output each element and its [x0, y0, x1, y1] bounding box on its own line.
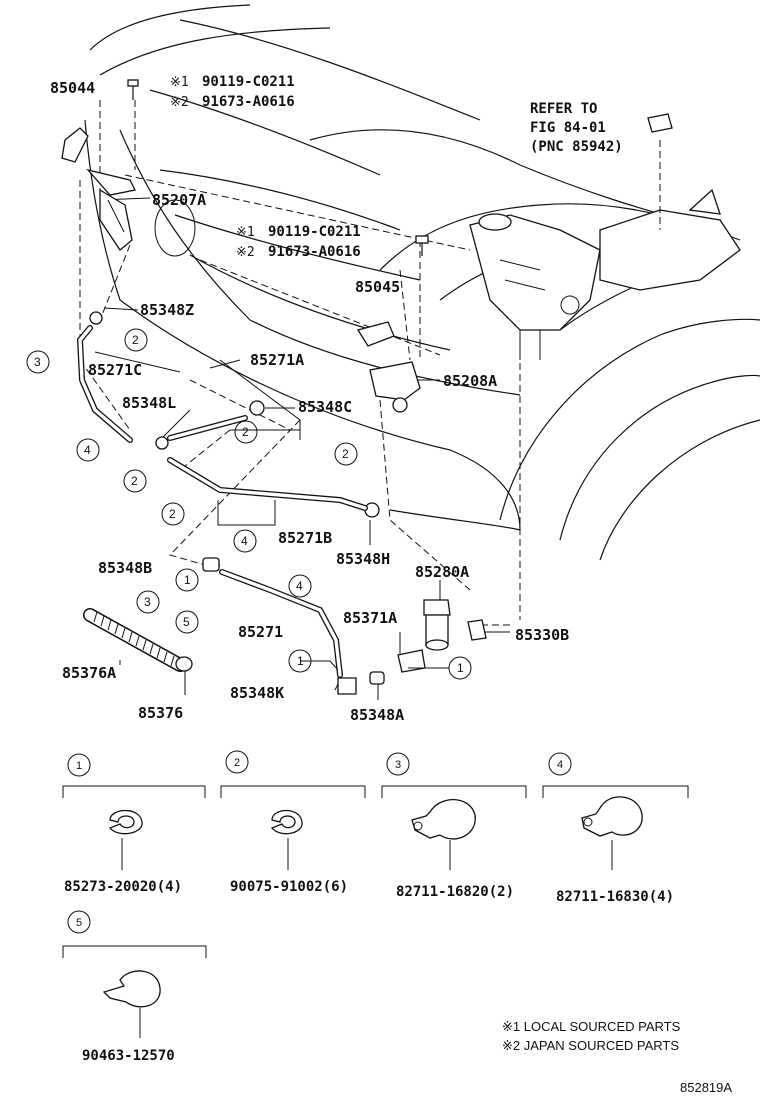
callouts: 2 3 4 2 2 2 2 4 1 4 3 5 1 1: [26, 328, 472, 680]
pump-85280A: [423, 599, 451, 651]
check-valve-85348C: [249, 400, 265, 416]
clamp-4-icon: [581, 796, 643, 837]
label-85044: 85044: [50, 79, 95, 97]
refer-line3: (PNC 85942): [530, 139, 623, 155]
label-85348B: 85348B: [98, 559, 152, 577]
clamp-2-code: 90075-91002(6): [230, 879, 348, 895]
label-85271: 85271: [238, 623, 283, 641]
clamp-3-icon: [411, 799, 476, 840]
callout-2-b: 2: [242, 425, 249, 439]
bolt-top-mark1: ※1: [170, 75, 189, 90]
callout-2-d: 2: [169, 507, 176, 521]
check-valve-85348Z: [89, 311, 103, 325]
clamp-5-num: 5: [76, 917, 82, 929]
callout-3-b: 3: [144, 595, 151, 609]
callout-3-a: 3: [34, 355, 41, 369]
bolt-top: [127, 79, 139, 100]
cap-85044: [61, 127, 89, 163]
refer-line2: FIG 84-01: [530, 120, 606, 136]
label-85348L: 85348L: [122, 394, 176, 412]
hose-85271B: [167, 457, 368, 511]
bolt-top-code1: 90119-C0211: [202, 74, 295, 90]
clamp-5-code: 90463-12570: [82, 1048, 175, 1064]
grommet-85330B: [467, 619, 487, 641]
tube-end-85376: [175, 656, 193, 672]
bolt-top-mark2: ※2: [170, 95, 189, 110]
label-85348Z: 85348Z: [140, 301, 194, 319]
nozzle-85208A: [369, 361, 421, 413]
label-85330B: 85330B: [515, 626, 569, 644]
callout-1-c: 1: [457, 661, 464, 675]
bolt-mid-code2: 91673-A0616: [268, 244, 361, 260]
clamp-3-code: 82711-16820(2): [396, 884, 514, 900]
label-85376: 85376: [138, 704, 183, 722]
callout-4-b: 4: [241, 534, 248, 548]
hose-85271C: [76, 325, 133, 443]
label-85271A: 85271A: [250, 351, 304, 369]
vehicle-body-outline: [84, 4, 760, 561]
clamp-1-num: 1: [76, 760, 82, 772]
clamp-4-num: 4: [557, 759, 563, 771]
label-85208A: 85208A: [443, 372, 497, 390]
clamp-4-code: 82711-16830(4): [556, 889, 674, 905]
connector-85348A: [369, 671, 385, 685]
nozzle-85207A: [86, 168, 136, 251]
clamp-5-icon: [102, 970, 161, 1008]
hose-85271: [219, 569, 343, 678]
check-valve-85348B: [202, 557, 220, 572]
label-85348A: 85348A: [350, 706, 404, 724]
label-85207A: 85207A: [152, 191, 206, 209]
connector-85348K: [337, 677, 357, 695]
hose-85271A: [167, 415, 248, 441]
clamp-2-icon: [270, 809, 303, 835]
callout-5-a: 5: [183, 615, 190, 629]
clamp-1-code: 85273-20020(4): [64, 879, 182, 895]
note-japan-sourced: ※2 JAPAN SOURCED PARTS: [502, 1038, 679, 1053]
callout-2-e: 2: [342, 447, 349, 461]
note-local-sourced: ※1 LOCAL SOURCED PARTS: [502, 1019, 681, 1034]
label-85271B: 85271B: [278, 529, 332, 547]
callout-4-c: 4: [296, 579, 303, 593]
refer-part-icon: [647, 113, 673, 133]
bolt-mid-mark2: ※2: [236, 245, 255, 260]
label-85271C: 85271C: [88, 361, 142, 379]
label-85280A: 85280A: [415, 563, 469, 581]
engine-bay-reservoir: [469, 188, 741, 360]
bolt-middle: [415, 235, 429, 256]
label-85371A: 85371A: [343, 609, 397, 627]
bolt-mid-code1: 90119-C0211: [268, 224, 361, 240]
callout-4-a: 4: [84, 443, 91, 457]
figure-code: 852819A: [680, 1080, 732, 1095]
bolt-mid-mark1: ※1: [236, 225, 255, 240]
label-85376A: 85376A: [62, 664, 116, 682]
clamp-2-num: 2: [234, 757, 240, 769]
label-85348C: 85348C: [298, 398, 352, 416]
connector-85348L: [155, 436, 169, 450]
callout-2-c: 2: [131, 474, 138, 488]
clamp-1-icon: [108, 809, 143, 835]
cap-85045: [356, 321, 395, 347]
callout-2-a: 2: [132, 333, 139, 347]
label-85348K: 85348K: [230, 684, 284, 702]
label-85045: 85045: [355, 278, 400, 296]
bolt-top-code2: 91673-A0616: [202, 94, 295, 110]
label-85348H: 85348H: [336, 550, 390, 568]
leader-lines: [79, 100, 661, 700]
refer-line1: REFER TO: [530, 101, 597, 117]
callout-1-a: 1: [184, 573, 191, 587]
tube-85376A: [83, 608, 187, 672]
clamp-3-num: 3: [395, 759, 401, 771]
grommet-85371A: [397, 649, 426, 673]
clamp-legend: 1 85273-20020(4) 2 90075-91002(6) 3 8271…: [62, 750, 689, 1064]
